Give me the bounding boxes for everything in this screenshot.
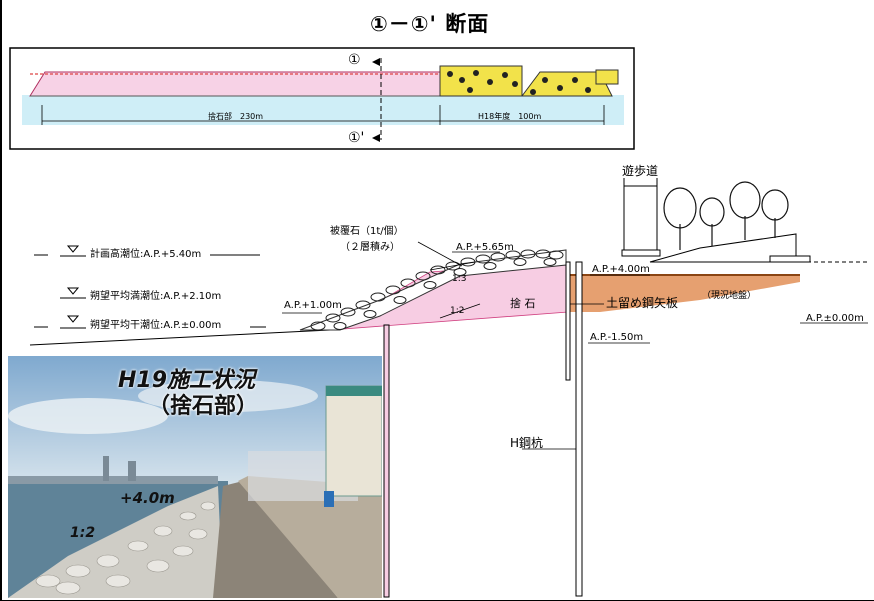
existing-ground-label: （現況地盤） [702, 291, 757, 301]
promenade-label: 遊歩道 [622, 164, 659, 178]
photo-subcaption: （捨石部） [148, 394, 259, 419]
photo-slope-label: 1:2 [70, 525, 96, 541]
rubble-label: 捨 石 [510, 297, 536, 310]
level-ap-000: A.P.±0.00m [806, 313, 864, 324]
level-ap-400: A.P.+4.00m [592, 264, 650, 275]
plan-section-mark-top: ① [348, 52, 361, 68]
sheet-pile-label: 土留め鋼矢板 [606, 296, 679, 310]
tide-mhwl: 朔望平均満潮位:A.P.+2.10m [90, 291, 222, 302]
tide-mlwl: 朔望平均干潮位:A.P.±0.00m [90, 320, 222, 331]
plan-section-mark-bottom: ①' [348, 130, 365, 146]
tide-hwl: 計画高潮位:A.P.+5.40m [90, 249, 202, 260]
plan-view [9, 47, 635, 150]
photo-level-label: +4.0m [120, 489, 175, 507]
construction-photo: H19施工状況 （捨石部） +4.0m 1:2 [8, 356, 382, 598]
armor-stone-label: 被覆石（1t/個） [330, 226, 404, 237]
level-ap-100: A.P.+1.00m [284, 300, 342, 311]
slope-1-3-label: 1:3 [452, 274, 467, 284]
section-title: ①－①' 断面 [370, 12, 490, 36]
plan-h18-length: H18年度 100m [478, 112, 542, 121]
photo-caption: H19施工状況 [118, 368, 256, 393]
h-pile-label: H鋼杭 [510, 436, 544, 450]
plan-rubble-length: 捨石部 230m [208, 112, 264, 121]
armor-layers-label: （２層積み） [340, 242, 400, 253]
slope-1-2-label: 1:2 [450, 306, 465, 316]
level-ap-m150: A.P.-1.50m [590, 332, 644, 343]
level-ap-565: A.P.+5.65m [456, 242, 514, 253]
